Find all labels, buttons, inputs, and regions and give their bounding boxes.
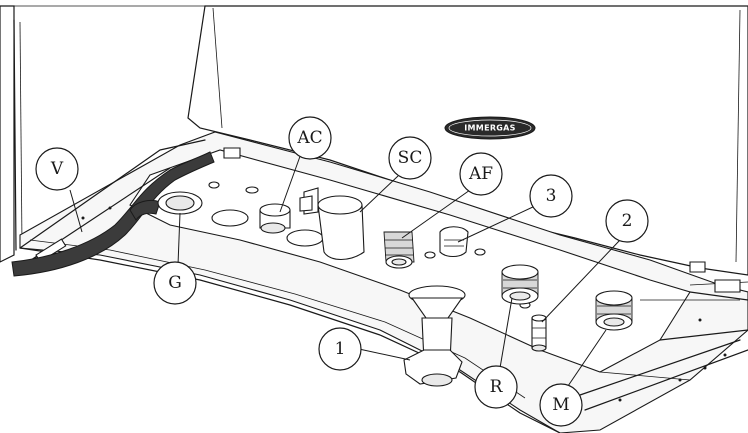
leader-r [499, 297, 513, 369]
fitting-3 [439, 226, 469, 258]
callout-2: 2 [605, 199, 649, 243]
leader-af [401, 189, 471, 239]
m-fitting [595, 290, 633, 331]
callout-label-3: 3 [546, 186, 557, 206]
callout-label-r: R [490, 377, 504, 397]
rail-clips [223, 147, 741, 293]
callout-label-v: V [50, 159, 64, 179]
drain-funnel [403, 285, 466, 387]
brand-badge: IMMERGAS [444, 116, 536, 140]
callout-af: AF [459, 152, 503, 196]
valve-2 [531, 314, 547, 352]
leader-g [177, 212, 181, 266]
leader-1 [358, 348, 411, 361]
sc-pipe [299, 187, 365, 261]
gas-fitting [157, 191, 203, 215]
left-side-panel [0, 5, 23, 263]
callout-g: G [153, 261, 197, 305]
callout-sc: SC [388, 136, 432, 180]
brand-logo-text: IMMERGAS [464, 124, 515, 133]
leader-2 [541, 239, 621, 323]
callout-3: 3 [529, 174, 573, 218]
callout-label-ac: AC [296, 128, 322, 148]
callout-label-2: 2 [622, 211, 633, 231]
screw-holes [81, 206, 727, 402]
callout-label-sc: SC [398, 148, 423, 168]
callout-label-1: 1 [335, 339, 346, 359]
r-fitting [501, 264, 539, 305]
callout-r: R [474, 365, 518, 409]
leader-m [567, 329, 607, 387]
leader-v [69, 189, 83, 233]
callout-1: 1 [318, 327, 362, 371]
leader-3 [457, 205, 536, 243]
callout-label-m: M [552, 395, 569, 415]
callout-v: V [35, 147, 79, 191]
leader-sc [359, 175, 399, 213]
af-fitting [383, 231, 415, 269]
gas-pipe [11, 151, 215, 277]
ac-fitting [259, 203, 291, 234]
callout-m: M [539, 383, 583, 427]
callout-label-af: AF [468, 164, 493, 184]
leader-ac [279, 147, 304, 213]
callout-ac: AC [288, 116, 332, 160]
tray-holes [208, 181, 531, 309]
callout-label-g: G [168, 273, 182, 293]
leader-lines [69, 147, 621, 387]
